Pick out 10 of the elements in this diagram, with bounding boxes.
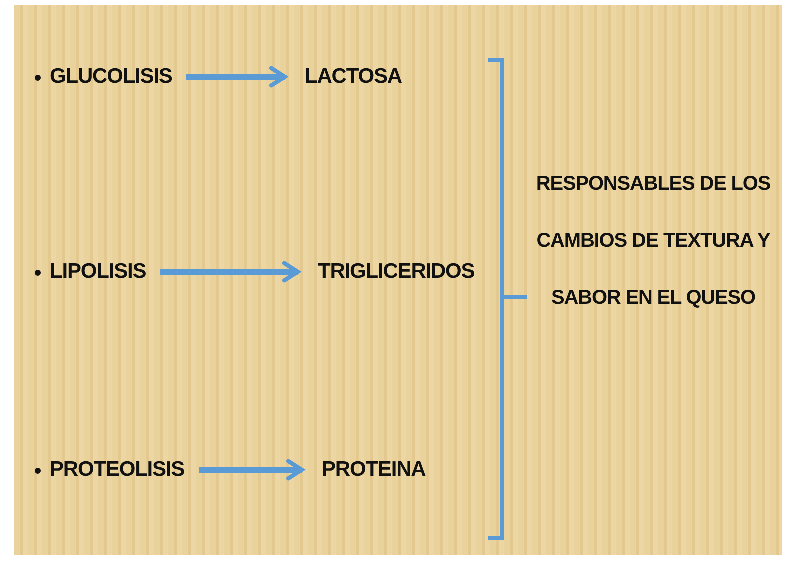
term-text: PROTEOLISIS [50, 457, 185, 483]
term-text: GLUCOLISIS [50, 64, 172, 90]
arrow [199, 459, 304, 481]
arrow [186, 66, 288, 88]
summary-text: RESPONSABLES DE LOS CAMBIOS DE TEXTURA Y SABOR EN EL QUESO [536, 172, 771, 311]
term-text: TRIGLICERIDOS [318, 259, 475, 285]
term-text: PROTEINA [322, 457, 426, 483]
arrow [160, 261, 300, 283]
term-text: LACTOSA [305, 64, 402, 90]
term-text: LIPOLISIS [50, 259, 146, 285]
